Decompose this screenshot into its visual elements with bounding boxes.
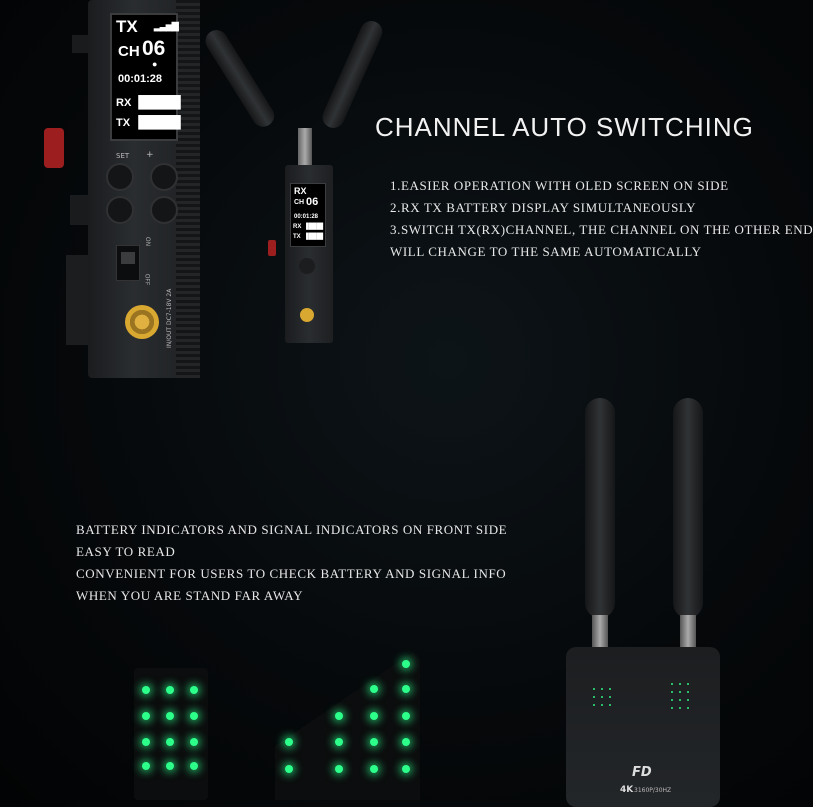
receiver-body [566,647,720,807]
set-label: SET [116,152,130,160]
signal-led [285,738,293,746]
oled-screen-large: TX ▂▃▅▇ CH 06 ● 00:01:28 RX ▐████▌ TX ▐█… [110,13,185,141]
oled-small-channel: 06 [306,196,319,208]
oled-channel-prefix: CH [118,43,140,60]
receiver-battery-leds [590,685,616,709]
oled-rx-label: RX [116,97,132,109]
signal-led [335,712,343,720]
receiver-signal-leds [668,680,694,710]
battery-led [142,738,150,746]
oled-timer: 00:01:28 [118,73,163,85]
signal-led [370,712,378,720]
rx-battery-icon: ▐████▌ [134,95,186,109]
menu-button[interactable] [150,196,178,224]
page-title: CHANNEL AUTO SWITCHING [375,112,754,142]
small-buttons [293,252,321,280]
signal-led [402,660,410,668]
oled-small-channel-prefix: CH [294,199,305,206]
small-tx-battery-icon: ▐███▌ [304,234,326,240]
mount-plate [66,255,92,345]
oled-tx-label: TX [116,117,131,129]
feature-line-1: 1.EASIER OPERATION WITH OLED SCREEN ON S… [390,178,729,193]
signal-led [370,685,378,693]
battery-led [190,738,198,746]
signal-led [370,738,378,746]
signal-led [402,712,410,720]
battery-indicator-panel [134,668,208,800]
oled-mode: TX [116,17,138,36]
receiver-antenna-connector-right [680,615,696,649]
power-input-label: IN/OUT DC7-18V 2A [166,288,173,348]
feature-line-4: WILL CHANGE TO THE SAME AUTOMATICALLY [390,244,702,259]
antenna-left [201,25,279,131]
dc-power-connector [125,305,159,339]
small-rx-battery-icon: ▐███▌ [304,224,326,230]
oled-small-timer: 00:01:28 [294,214,319,220]
mount-clip-top [72,35,90,53]
battery-led [142,686,150,694]
minus-button[interactable] [106,196,134,224]
power-switch[interactable] [116,245,140,281]
battery-led [190,762,198,770]
signal-led [402,765,410,773]
red-locking-knob-small [268,240,276,256]
battery-led [166,712,174,720]
oled-screen-small: RX CH 06 00:01:28 RX ▐███▌ TX ▐███▌ [290,183,326,247]
tx-battery-icon: ▐████▌ [134,115,186,129]
battery-led [166,686,174,694]
plus-label: + [146,150,154,160]
feature-line-2: 2.RX TX BATTERY DISPLAY SIMULTANEOUSLY [390,200,697,215]
status-dot-icon: ● [152,59,158,69]
battery-led [190,712,198,720]
oled-small-mode: RX [294,186,307,196]
receiver-antenna-right [673,398,703,618]
feature-line-3: 3.SWITCH TX(RX)CHANNEL, THE CHANNEL ON T… [390,222,813,237]
battery-led [142,712,150,720]
signal-led [285,765,293,773]
signal-led [335,765,343,773]
power-switch-knob [121,252,135,264]
battery-led [166,738,174,746]
description-line-3: CONVENIENT FOR USERS TO CHECK BATTERY AN… [76,566,507,581]
oled-small-tx-label: TX [293,234,301,240]
red-locking-knob [44,128,64,168]
signal-led [335,738,343,746]
set-button[interactable] [106,163,134,191]
description-line-4: WHEN YOU ARE STAND FAR AWAY [76,588,304,603]
battery-led [142,762,150,770]
antenna-connector [298,128,312,166]
description-line-2: EASY TO READ [76,544,176,559]
receiver-antenna-left [585,398,615,618]
signal-led [370,765,378,773]
spec-label: 3160P/30HZ [634,787,672,794]
small-dc-connector [300,308,314,322]
receiver-antenna-connector-left [592,615,608,649]
on-label: ON [144,236,152,247]
oled-small-rx-label: RX [293,224,302,230]
heatsink-fins [176,0,200,378]
description-line-1: BATTERY INDICATORS AND SIGNAL INDICATORS… [76,522,508,537]
brand-logo: FD [632,765,652,780]
signal-indicator-panel [275,652,420,800]
battery-led [166,762,174,770]
signal-strength-icon: ▂▃▅▇ [154,21,179,31]
signal-led [402,738,410,746]
battery-led [190,686,198,694]
oled-channel-number: 06 [142,37,166,60]
mount-clip-bottom [70,195,90,225]
signal-led [402,685,410,693]
off-label: OFF [143,273,151,286]
plus-button[interactable] [150,163,178,191]
resolution-label: 4K [620,785,634,795]
